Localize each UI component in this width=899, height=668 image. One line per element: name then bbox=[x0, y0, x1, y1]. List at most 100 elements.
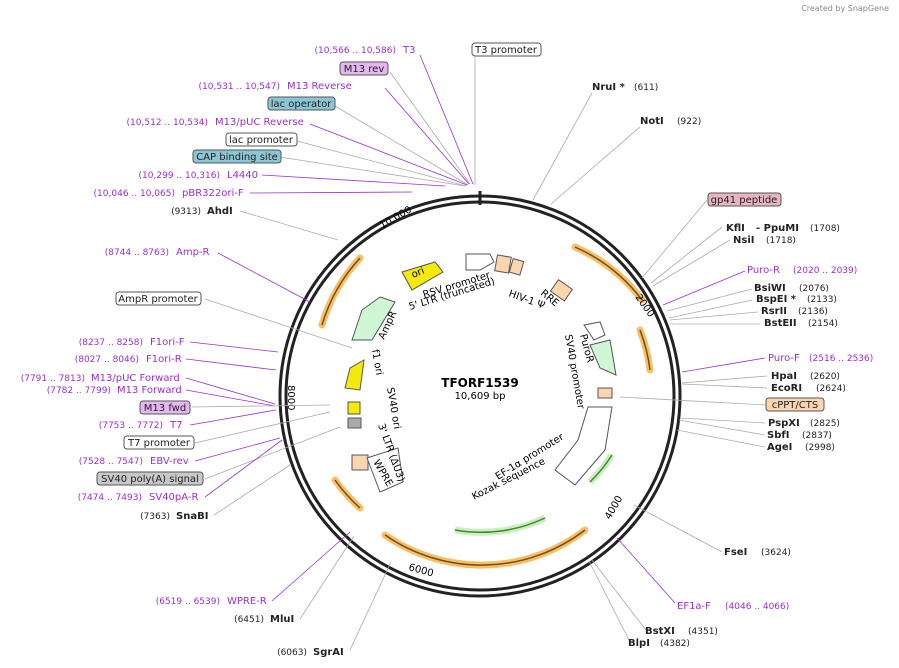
t3promoter-box bbox=[471, 42, 542, 57]
ecori-label: EcoRI bbox=[771, 383, 802, 394]
sv40pa-box bbox=[96, 471, 204, 486]
snabi-label: SnaBI bbox=[176, 511, 208, 522]
rsv-feature bbox=[465, 253, 495, 271]
nsii-label: NsiI bbox=[733, 235, 754, 246]
lacoperator-label: lac operator bbox=[271, 99, 332, 110]
m13rev-label: M13 rev bbox=[344, 64, 385, 75]
lacpromoter-label: lac promoter bbox=[229, 135, 294, 146]
cap-label: CAP binding site bbox=[196, 152, 278, 163]
kfli-label: KflI bbox=[726, 223, 745, 234]
right-feature-labels: T3 promoter NruI * (611) NotI (922) gp41… bbox=[471, 42, 873, 649]
rsrii-pos: (2136) bbox=[798, 307, 828, 317]
primer-arcs-inner bbox=[321, 246, 651, 566]
pbr322-range: (10,046 .. 10,065) bbox=[94, 189, 175, 199]
sv40pa-label: SV40 poly(A) signal bbox=[101, 474, 199, 485]
sv40ori-feature bbox=[347, 401, 361, 415]
ahdi-pos: (9313) bbox=[171, 207, 201, 217]
f1orir-range: (8027 .. 8046) bbox=[75, 355, 139, 365]
t7promoter-box bbox=[123, 435, 195, 450]
puror-primer-label: Puro-R bbox=[747, 265, 780, 276]
blpi-pos: (4382) bbox=[660, 639, 690, 649]
bspei-pos: (2133) bbox=[807, 295, 837, 305]
m13puc-rev-label: M13/pUC Reverse bbox=[215, 117, 304, 128]
ebvrev-label: EBV-rev bbox=[150, 456, 189, 467]
ef1af-label: EF1a-F bbox=[677, 601, 711, 612]
nrui-label: NruI * bbox=[592, 82, 626, 93]
amprpromoter-label: AmpR promoter bbox=[118, 294, 198, 305]
puror-primer-pos: (2020 .. 2039) bbox=[793, 266, 857, 276]
noti-label: NotI bbox=[640, 116, 664, 127]
sbfi-pos: (2837) bbox=[802, 431, 832, 441]
bspei-label: BspEI * bbox=[756, 294, 797, 305]
cppt-feature bbox=[597, 387, 613, 399]
blpi-label: BlpI bbox=[628, 638, 650, 649]
wpre-feature bbox=[366, 447, 404, 493]
ebvrev-range: (7528 .. 7547) bbox=[79, 457, 143, 467]
f1orir-label: F1ori-R bbox=[146, 354, 182, 365]
bsteii-label: BstEII bbox=[764, 318, 797, 329]
noti-pos: (922) bbox=[677, 117, 701, 127]
t3-range: (10,566 .. 10,586) bbox=[315, 46, 396, 56]
l4440-range: (10,299 .. 10,316) bbox=[139, 171, 220, 181]
nrui-pos: (611) bbox=[634, 83, 658, 93]
f1orif-label: F1ori-F bbox=[150, 337, 185, 348]
ef1a-arc-line bbox=[454, 517, 546, 534]
plasmid-name: TFORF1539 bbox=[441, 376, 518, 390]
t7-label: T7 bbox=[169, 420, 182, 431]
bsteii-pos: (2154) bbox=[808, 319, 838, 329]
tick-8000: 8000 bbox=[285, 385, 296, 410]
lacoperator-box bbox=[267, 96, 336, 111]
cppt-label: cPPT/CTS bbox=[772, 400, 818, 411]
ahdi-label: AhdI bbox=[207, 206, 233, 217]
bstxi-label: BstXI bbox=[645, 626, 675, 637]
ef1a-feature bbox=[554, 406, 613, 486]
snapgene-credit: Created by SnapGene bbox=[801, 4, 889, 13]
ppumi-pos: (1708) bbox=[810, 224, 840, 234]
ecori-pos: (2624) bbox=[816, 384, 846, 394]
amprpromoter-box bbox=[115, 291, 202, 306]
puror-feature bbox=[589, 339, 617, 376]
hpai-label: HpaI bbox=[771, 371, 797, 382]
hiv-feature bbox=[494, 254, 512, 274]
sv40pa-feature bbox=[347, 417, 362, 429]
f1ori-label: f1 ori bbox=[369, 349, 384, 377]
purof-label: Puro-F bbox=[768, 353, 800, 364]
sv40par-range: (7474 .. 7493) bbox=[78, 493, 142, 503]
sv40par-label: SV40pA-R bbox=[149, 492, 198, 503]
f1orif-range: (8237 .. 8258) bbox=[79, 338, 143, 348]
m13fwd-label: M13 fwd bbox=[144, 403, 186, 414]
ori-label: ori bbox=[410, 266, 426, 281]
t3-label: T3 bbox=[402, 45, 415, 56]
psi-feature bbox=[508, 257, 525, 276]
ppumi-label: - PpuMI bbox=[756, 223, 799, 234]
pspxi-pos: (2825) bbox=[810, 419, 840, 429]
wprer-label: WPRE-R bbox=[227, 596, 267, 607]
rre-feature bbox=[549, 278, 574, 302]
ltr3-feature bbox=[351, 454, 369, 471]
m13puc-rev-range: (10,512 .. 10,534) bbox=[127, 118, 208, 128]
leader-lines-right bbox=[474, 57, 768, 643]
ori-feature bbox=[401, 261, 444, 291]
plasmid-size: 10,609 bp bbox=[455, 391, 506, 402]
bstxi-pos: (4351) bbox=[688, 627, 718, 637]
bsiwi-pos: (2076) bbox=[799, 284, 829, 294]
wprer-range: (6519 .. 6539) bbox=[156, 597, 220, 607]
bsiwi-label: BsiWI bbox=[754, 283, 786, 294]
mlui-label: MluI bbox=[270, 614, 294, 625]
nsii-pos: (1718) bbox=[766, 236, 796, 246]
primer-arcs bbox=[318, 243, 654, 569]
tick-10000: 10,000 bbox=[378, 205, 414, 232]
leader-lines-left bbox=[185, 54, 474, 651]
f1ori-feature bbox=[344, 359, 365, 391]
tick-4000: 4000 bbox=[603, 494, 625, 522]
gp41-box bbox=[707, 192, 782, 207]
purof-pos: (2516 .. 2536) bbox=[809, 354, 873, 364]
agei-label: AgeI bbox=[767, 442, 792, 453]
cppt-box bbox=[765, 397, 825, 412]
m13rev-box bbox=[339, 61, 389, 76]
kozak-arc-line bbox=[589, 454, 613, 483]
mlui-pos: (6451) bbox=[234, 615, 264, 625]
t3promoter-label: T3 promoter bbox=[474, 45, 538, 56]
snabi-pos: (7363) bbox=[140, 512, 170, 522]
